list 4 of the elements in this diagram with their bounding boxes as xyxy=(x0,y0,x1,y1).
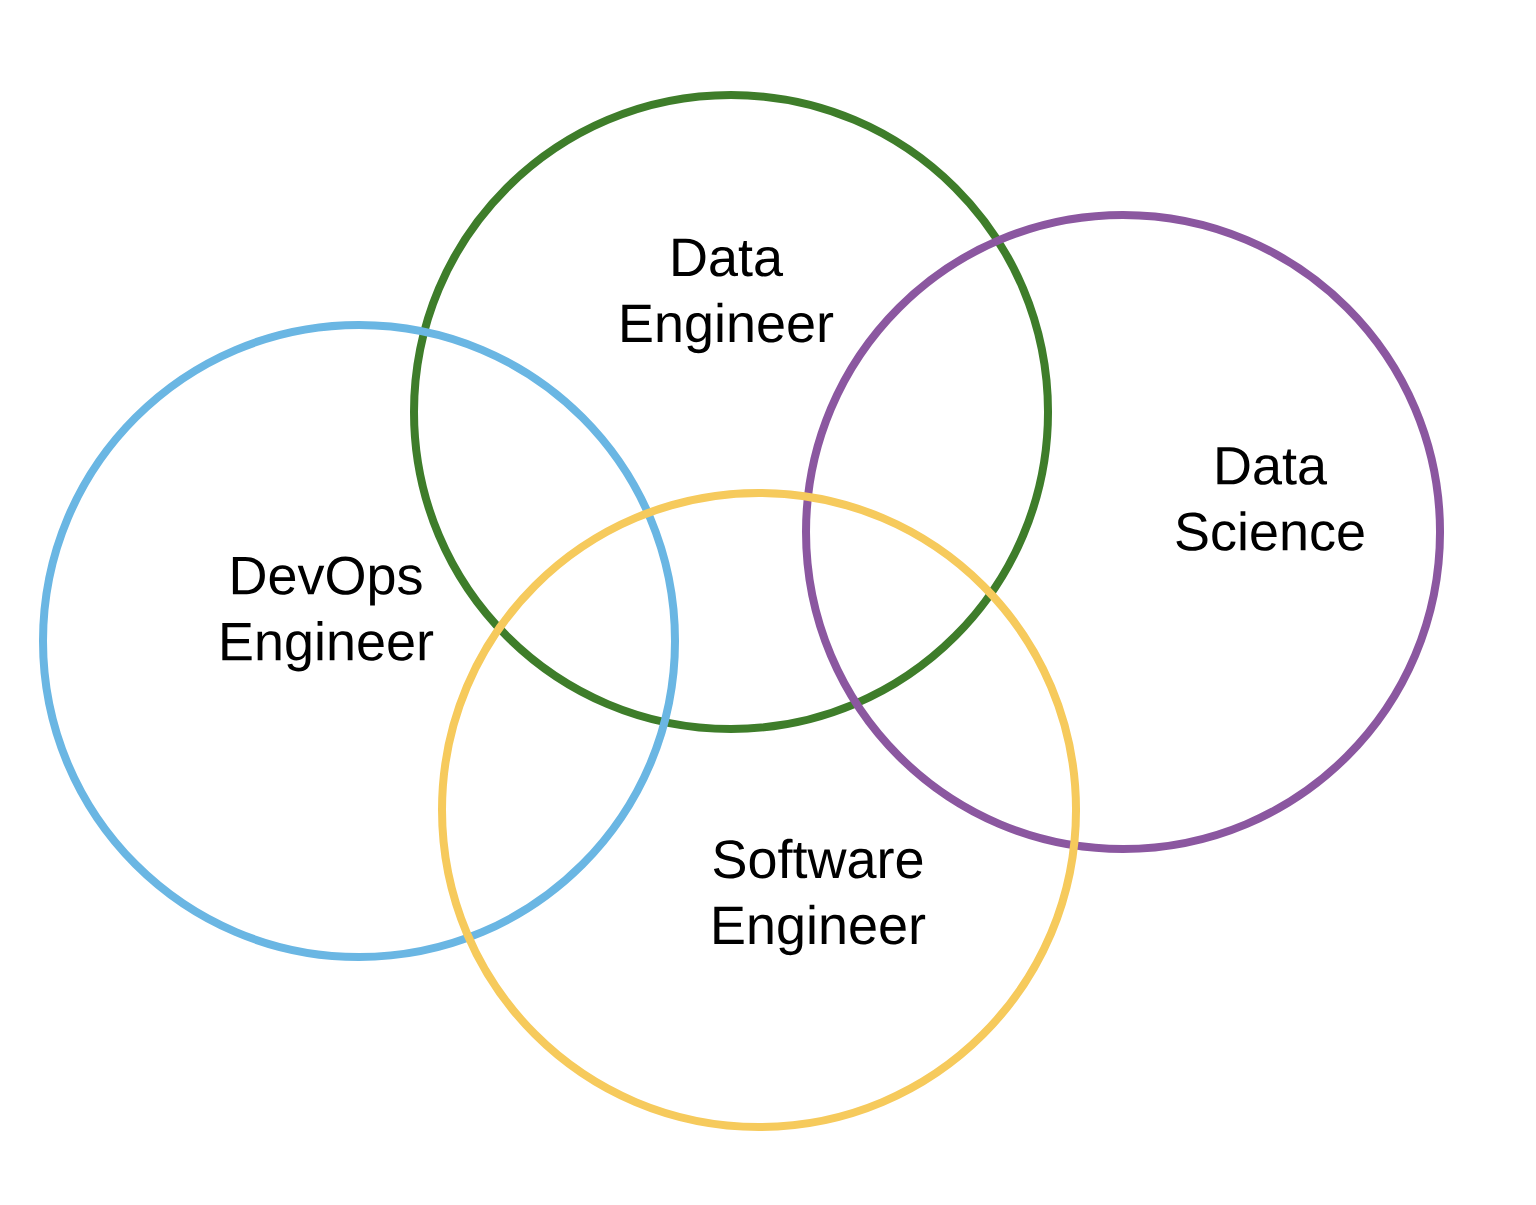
circle-label: Data Science xyxy=(1176,447,1364,551)
circle-label: Data Engineer xyxy=(622,238,834,354)
circle-label: Software Engineer xyxy=(713,838,926,956)
circle-label: DevOps Engineer xyxy=(222,556,434,672)
